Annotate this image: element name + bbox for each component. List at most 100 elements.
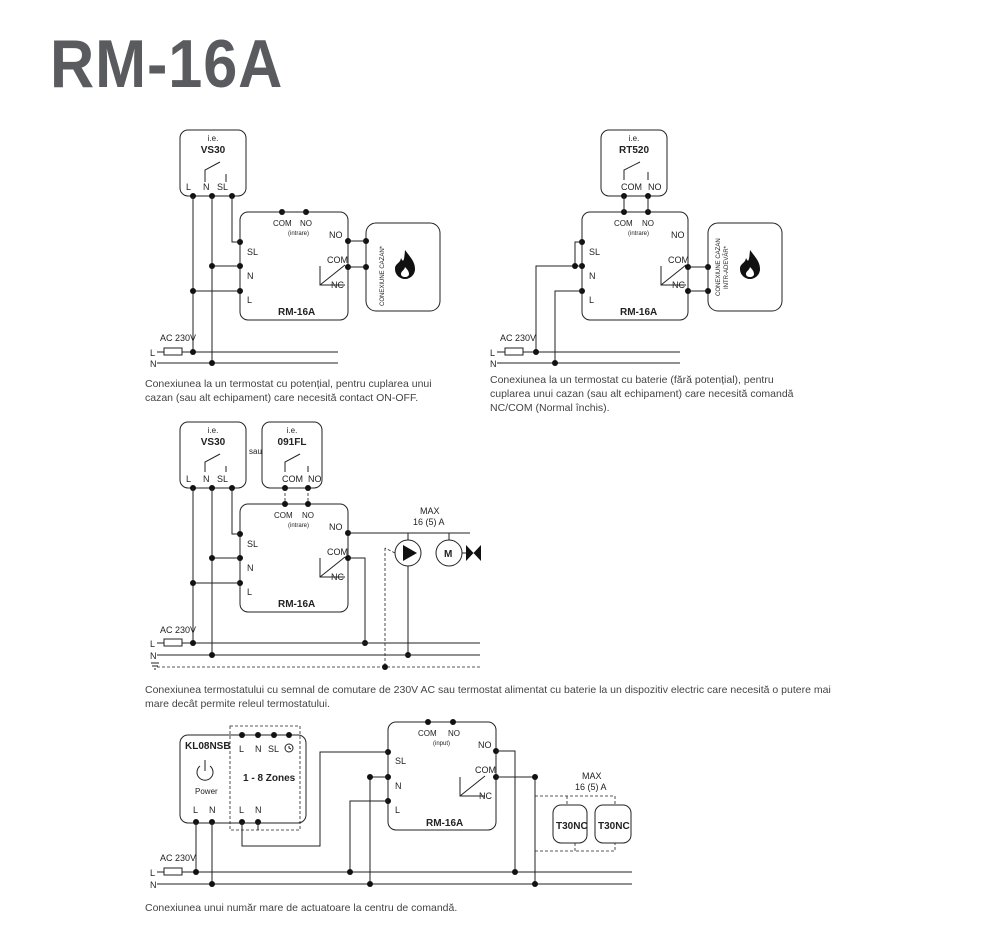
no-in: NO [300, 219, 312, 228]
ie-label-3: i.e. [208, 426, 219, 435]
caption-3: Conexiunea termostatului cu semnal de co… [145, 684, 831, 710]
line-n-4: N [150, 880, 157, 890]
f-no: NO [308, 474, 322, 484]
rm16a-box-3 [239, 503, 349, 613]
intrare-label-2: (intrare) [628, 231, 649, 237]
kl-out-l: L [239, 805, 244, 815]
rm-sl-3: SL [247, 539, 258, 549]
clock-icon [284, 743, 294, 753]
amp-label: 16 (5) A [413, 517, 445, 527]
valve-icon [466, 545, 481, 561]
term-sl-3: SL [217, 474, 228, 484]
line-n-2: N [490, 359, 497, 369]
rm16a-box-4 [387, 721, 497, 831]
zone-group [229, 725, 301, 831]
input-label: (input) [433, 741, 450, 747]
rm16a-label-2: RM-16A [620, 307, 657, 318]
ground-icon [151, 662, 159, 670]
ac230-label-4: AC 230V [160, 853, 196, 863]
rm-nc-4: NC [479, 791, 492, 801]
thermostat-rt520-box [600, 129, 668, 197]
ac230-label-3: AC 230V [160, 625, 196, 635]
term-n-3: N [203, 474, 210, 484]
rm-sl-2: SL [589, 247, 600, 257]
term-n: N [203, 182, 210, 192]
term-l: L [186, 182, 191, 192]
kl-n: N [209, 805, 216, 815]
kl-out-n: N [255, 805, 262, 815]
rm-com-4: COM [475, 765, 496, 775]
rm16a-box [239, 211, 349, 321]
rt-com: COM [621, 182, 642, 192]
power-label: Power [195, 787, 218, 796]
rm-no-4: NO [478, 740, 492, 750]
diagram-4: KL08NSB Power L N L N SL 1 - 8 Zones L N… [150, 719, 632, 890]
vs30-label-3: VS30 [201, 437, 226, 448]
ie-label-2: i.e. [629, 134, 640, 143]
cazan-label-2a: CONEXIUNE CAZAN [716, 238, 722, 296]
rm-n-2: N [589, 271, 596, 281]
t30nc-box-2 [594, 804, 632, 844]
f-com: COM [282, 474, 303, 484]
rm16a-label: RM-16A [278, 307, 315, 318]
091fl-label: 091FL [278, 437, 307, 448]
t30nc-label-1: T30NC [556, 821, 588, 832]
rm16a-label-4: RM-16A [426, 818, 463, 829]
com-in-4: COM [418, 729, 437, 738]
rm-n-3: N [247, 563, 254, 573]
com-in: COM [273, 219, 292, 228]
rt520-label: RT520 [619, 145, 649, 156]
line-l-4: L [150, 868, 155, 878]
rm-no: NO [329, 230, 343, 240]
rm-com: COM [327, 255, 348, 265]
rm-no-3: NO [329, 522, 343, 532]
rm-com-3: COM [327, 547, 348, 557]
line-l: L [150, 348, 155, 358]
line-n-3: N [150, 651, 157, 661]
t30nc-label-2: T30NC [598, 821, 630, 832]
rm-com-2: COM [668, 255, 689, 265]
intrare-label-3: (intrare) [288, 523, 309, 529]
max-label: MAX [420, 506, 440, 516]
rm-l-3: L [247, 587, 252, 597]
no-in-2: NO [642, 219, 654, 228]
line-l-3: L [150, 639, 155, 649]
term-sl: SL [217, 182, 228, 192]
rt-no: NO [648, 182, 662, 192]
rm-no-2: NO [671, 230, 685, 240]
rm-l-4: L [395, 805, 400, 815]
sau-label: sau [249, 447, 262, 456]
rm16a-label-3: RM-16A [278, 599, 315, 610]
com-in-3: COM [274, 511, 293, 520]
max-label-4: MAX [582, 771, 602, 781]
rm16a-box-2 [581, 211, 689, 321]
page-title: RM-16A [50, 26, 284, 102]
rm-l-2: L [589, 295, 594, 305]
diagram-3: i.e. VS30 L N SL sau i.e. 091FL COM NO C… [150, 421, 481, 670]
amp-label-4: 16 (5) A [575, 782, 607, 792]
line-l-2: L [490, 348, 495, 358]
rm-l: L [247, 295, 252, 305]
ie-label-3b: i.e. [287, 426, 298, 435]
no-in-4: NO [448, 729, 460, 738]
diagram-2: i.e. RT520 COM NO COM NO (intrare) SL N … [490, 129, 783, 369]
kl-zone-n: N [255, 744, 262, 754]
diagram-1: i.e. VS30 L N SL COM NO (intrare) SL N L… [150, 129, 441, 369]
t30nc-box-1 [552, 804, 588, 844]
rm-sl: SL [247, 247, 258, 257]
power-icon [196, 760, 214, 781]
ie-label: i.e. [208, 134, 219, 143]
ac230-label: AC 230V [160, 333, 196, 343]
no-in-3: NO [302, 511, 314, 520]
vs30-label: VS30 [201, 145, 226, 156]
rm-sl-4: SL [395, 756, 406, 766]
rm-n: N [247, 271, 254, 281]
kl-zone-l: L [239, 744, 244, 754]
thermostat-091fl-box [261, 421, 323, 489]
line-n: N [150, 359, 157, 369]
kl-l: L [193, 805, 198, 815]
term-l-3: L [186, 474, 191, 484]
caption-1: Conexiunea la un termostat cu potențial,… [145, 378, 432, 404]
kl-zone-sl: SL [268, 744, 279, 754]
